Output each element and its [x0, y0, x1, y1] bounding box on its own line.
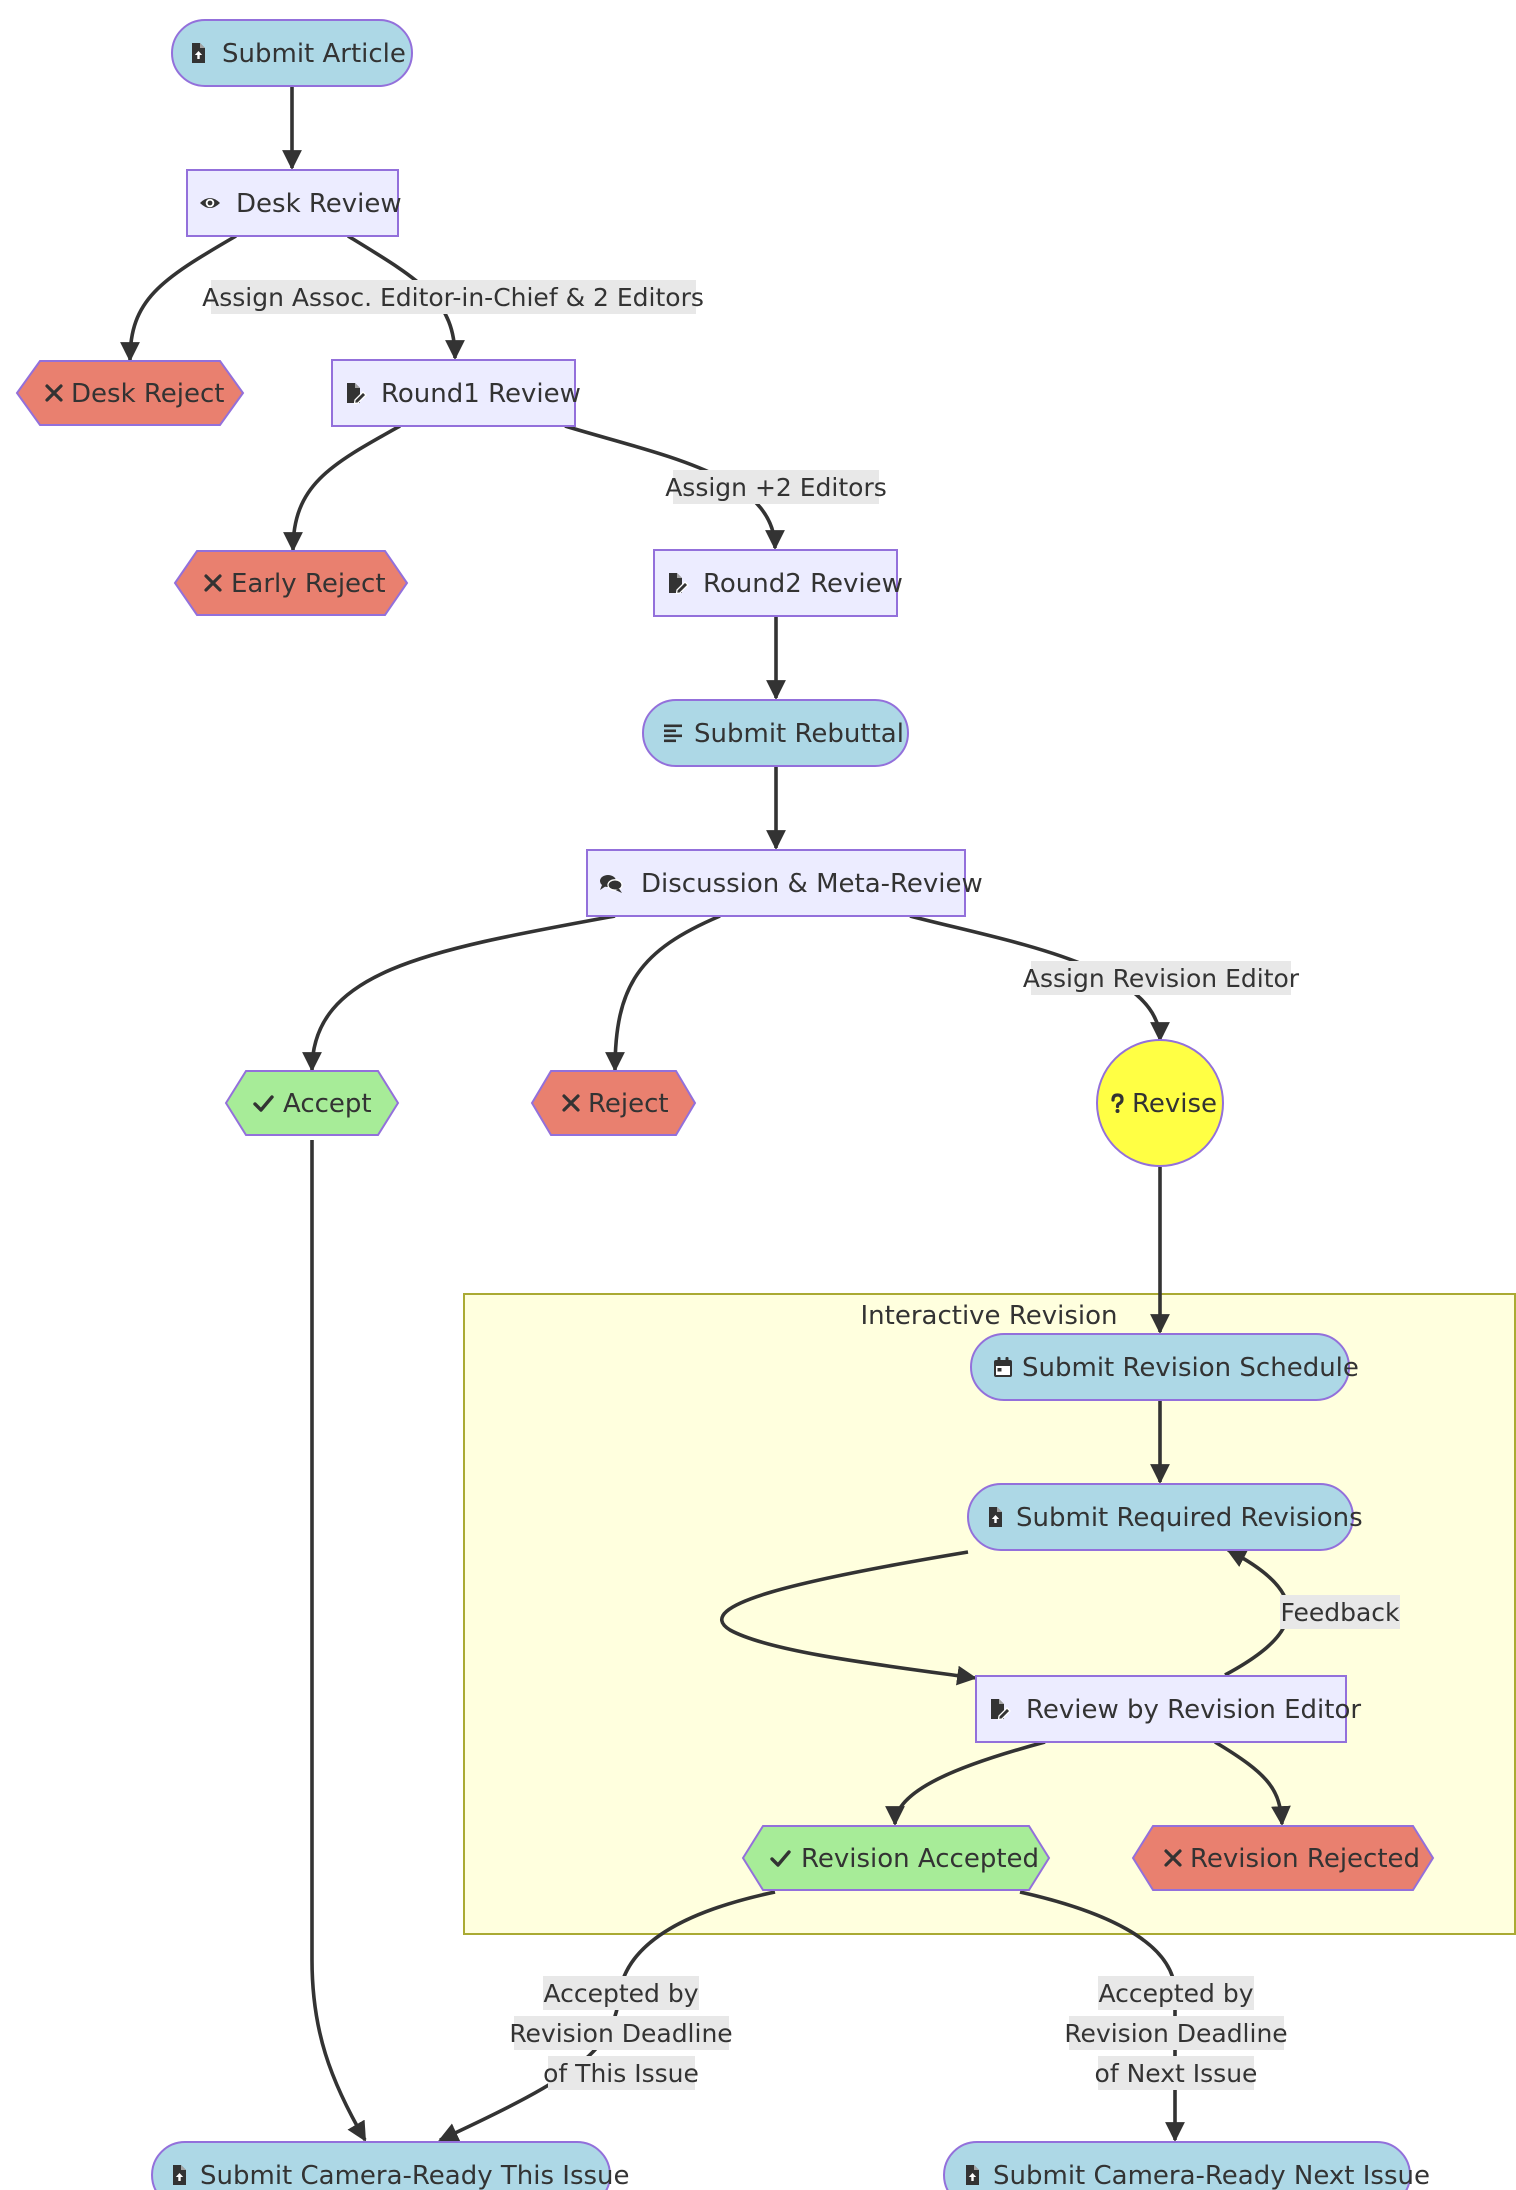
node-revision-rejected[interactable]: Revision Rejected: [1131, 1825, 1435, 1891]
svg-text:Submit Rebuttal: Submit Rebuttal: [694, 719, 904, 749]
svg-text:Discussion & Meta-Review: Discussion & Meta-Review: [641, 869, 983, 899]
cluster-label: Interactive Revision: [861, 1301, 1118, 1331]
edge-discussion-to-revise: [909, 914, 1170, 1042]
node-submit-revision-schedule[interactable]: Submit Revision Schedule: [970, 1333, 1359, 1401]
node-round1-review[interactable]: Round1 Review: [331, 359, 581, 427]
edge-label-feedback: Feedback: [1280, 1595, 1400, 1629]
svg-text:Revision Deadline: Revision Deadline: [509, 2019, 732, 2048]
svg-text:Revision Accepted: Revision Accepted: [801, 1844, 1039, 1874]
svg-text:Revise: Revise: [1132, 1089, 1217, 1119]
svg-text:Submit Camera-Ready Next Issue: Submit Camera-Ready Next Issue: [993, 2161, 1430, 2190]
svg-text:Revision Deadline: Revision Deadline: [1064, 2019, 1287, 2048]
node-round2-review[interactable]: Round2 Review: [653, 549, 903, 617]
svg-text:Assign +2 Editors: Assign +2 Editors: [665, 473, 887, 502]
node-reject[interactable]: Reject: [530, 1070, 697, 1136]
svg-text:Reject: Reject: [588, 1089, 669, 1119]
svg-text:of This Issue: of This Issue: [543, 2059, 699, 2088]
edge-label-deadline-next: Accepted by Revision Deadline of Next Is…: [1064, 1976, 1288, 2090]
edge-round1-to-early-reject: [283, 424, 401, 552]
node-submit-required-revisions[interactable]: Submit Required Revisions: [967, 1483, 1363, 1551]
node-early-reject[interactable]: Early Reject: [173, 550, 409, 616]
node-revision-accepted[interactable]: Revision Accepted: [741, 1825, 1051, 1891]
edge-review-to-revision-accepted: [885, 1740, 1046, 1826]
node-revise[interactable]: Revise: [1096, 1039, 1224, 1167]
calendar-icon: [994, 1357, 1012, 1377]
node-desk-review[interactable]: Desk Review: [186, 169, 402, 237]
edge-label-assign-aeic: Assign Assoc. Editor-in-Chief & 2 Editor…: [202, 280, 704, 314]
svg-text:Assign Assoc. Editor-in-Chief: Assign Assoc. Editor-in-Chief & 2 Editor…: [202, 283, 704, 312]
nodes: Submit Article Desk Review Desk Reject R…: [15, 19, 1435, 2190]
svg-text:Desk Reject: Desk Reject: [71, 379, 225, 409]
node-desk-reject[interactable]: Desk Reject: [15, 360, 245, 426]
edge-desk-review-to-desk-reject: [120, 234, 237, 362]
edge-review-to-revision-rejected: [1214, 1740, 1291, 1826]
svg-text:Accepted by: Accepted by: [543, 1979, 698, 2008]
node-discussion-meta-review[interactable]: Discussion & Meta-Review: [586, 849, 983, 917]
edge-labels: Assign Assoc. Editor-in-Chief & 2 Editor…: [202, 280, 1400, 2090]
svg-text:Submit Camera-Ready This Issue: Submit Camera-Ready This Issue: [200, 2161, 630, 2190]
edge-label-assign-plus2: Assign +2 Editors: [665, 470, 887, 504]
svg-text:Round2 Review: Round2 Review: [703, 569, 903, 599]
node-camera-ready-next-issue[interactable]: Submit Camera-Ready Next Issue: [943, 2141, 1430, 2190]
svg-text:Review by Revision Editor: Review by Revision Editor: [1026, 1695, 1361, 1725]
svg-text:Submit Article: Submit Article: [222, 39, 406, 69]
svg-text:Feedback: Feedback: [1280, 1598, 1400, 1627]
svg-text:Revision Rejected: Revision Rejected: [1190, 1844, 1420, 1874]
svg-text:Early Reject: Early Reject: [231, 569, 386, 599]
node-review-by-revision-editor[interactable]: Review by Revision Editor: [975, 1675, 1361, 1743]
edge-label-deadline-this: Accepted by Revision Deadline of This Is…: [509, 1976, 733, 2090]
svg-text:Accepted by: Accepted by: [1098, 1979, 1253, 2008]
edge-accept-to-camera-this: [310, 1140, 367, 2142]
svg-text:Submit Revision Schedule: Submit Revision Schedule: [1022, 1353, 1359, 1383]
node-submit-article[interactable]: Submit Article: [171, 19, 413, 87]
svg-text:of Next Issue: of Next Issue: [1095, 2059, 1258, 2088]
svg-text:Accept: Accept: [283, 1089, 372, 1119]
edge-required-to-review: [720, 1550, 977, 1686]
edge-discussion-to-reject: [605, 914, 721, 1072]
node-accept[interactable]: Accept: [224, 1070, 400, 1136]
edge-label-assign-revision-editor: Assign Revision Editor: [1023, 961, 1300, 995]
svg-text:Desk Review: Desk Review: [236, 189, 402, 219]
svg-text:Submit Required Revisions: Submit Required Revisions: [1016, 1503, 1363, 1533]
svg-text:Assign Revision Editor: Assign Revision Editor: [1023, 964, 1300, 993]
edge-discussion-to-accept: [302, 914, 616, 1072]
node-camera-ready-this-issue[interactable]: Submit Camera-Ready This Issue: [151, 2141, 630, 2190]
svg-text:Round1 Review: Round1 Review: [381, 379, 581, 409]
node-submit-rebuttal[interactable]: Submit Rebuttal: [642, 699, 909, 767]
